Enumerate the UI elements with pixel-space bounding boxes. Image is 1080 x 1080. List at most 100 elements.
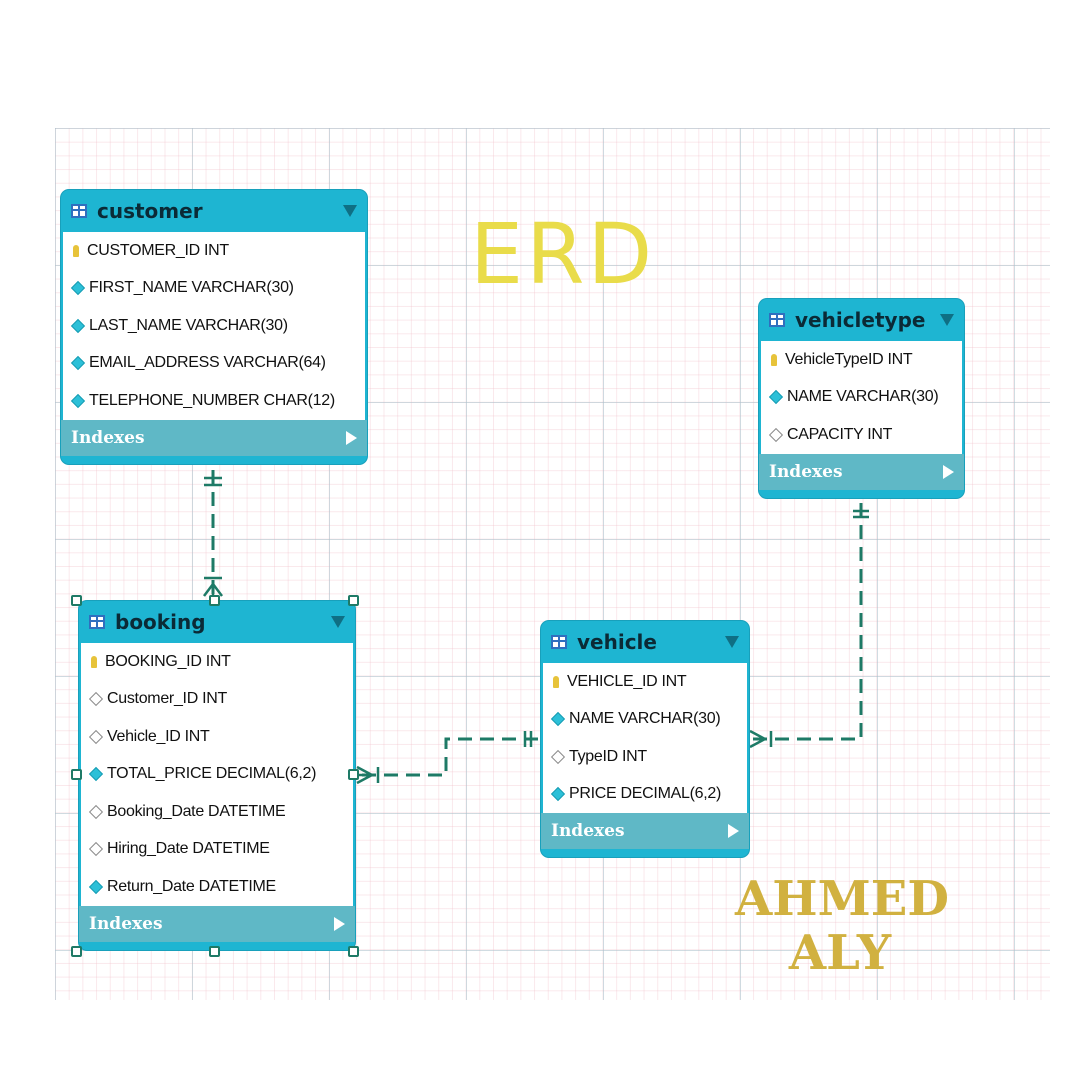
column-row[interactable]: TELEPHONE_NUMBER CHAR(12) [63, 382, 365, 420]
column-label: TELEPHONE_NUMBER CHAR(12) [89, 391, 335, 409]
column-label: CUSTOMER_ID INT [87, 241, 229, 259]
entity-header[interactable]: vehicle [541, 621, 749, 663]
primary-key-icon [91, 655, 97, 668]
resize-handle[interactable] [209, 946, 220, 957]
entity-vehicle[interactable]: vehicle VEHICLE_ID INT NAME VARCHAR(30) Ty… [541, 621, 749, 857]
indexes-label: Indexes [71, 427, 145, 448]
not-null-column-icon [88, 879, 104, 894]
table-icon [89, 615, 105, 629]
not-null-column-icon [768, 390, 784, 405]
column-row[interactable]: Customer_ID INT [81, 681, 353, 719]
column-row[interactable]: Hiring_Date DATETIME [81, 831, 353, 869]
entity-name: booking [115, 610, 206, 634]
resize-handle[interactable] [348, 769, 359, 780]
indexes-section[interactable]: Indexes [61, 419, 367, 456]
column-row[interactable]: NAME VARCHAR(30) [543, 701, 747, 739]
not-null-column-icon [70, 393, 86, 408]
collapse-icon[interactable] [725, 636, 739, 648]
column-row[interactable]: LAST_NAME VARCHAR(30) [63, 307, 365, 345]
primary-key-icon [73, 244, 79, 257]
indexes-section[interactable]: Indexes [79, 905, 355, 942]
column-row[interactable]: Vehicle_ID INT [81, 718, 353, 756]
collapse-icon[interactable] [331, 616, 345, 628]
column-label: NAME VARCHAR(30) [787, 388, 939, 406]
not-null-column-icon [88, 767, 104, 782]
nullable-column-icon [88, 842, 104, 857]
expand-arrow-icon[interactable] [346, 430, 357, 445]
entity-header[interactable]: booking [79, 601, 355, 643]
column-label: VEHICLE_ID INT [567, 672, 687, 690]
not-null-column-icon [550, 787, 566, 802]
column-row[interactable]: EMAIL_ADDRESS VARCHAR(64) [63, 345, 365, 383]
column-label: PRICE DECIMAL(6,2) [569, 785, 721, 803]
nullable-column-icon [88, 804, 104, 819]
column-row[interactable]: PRICE DECIMAL(6,2) [543, 776, 747, 814]
column-label: Hiring_Date DATETIME [107, 840, 270, 858]
resize-handle[interactable] [71, 595, 82, 606]
column-label: EMAIL_ADDRESS VARCHAR(64) [89, 354, 326, 372]
expand-arrow-icon[interactable] [943, 464, 954, 479]
entity-name: customer [97, 199, 203, 223]
resize-handle[interactable] [71, 946, 82, 957]
entity-header[interactable]: customer [61, 190, 367, 232]
expand-arrow-icon[interactable] [728, 824, 739, 838]
indexes-section[interactable]: Indexes [541, 813, 749, 849]
author-line: ALY [788, 925, 892, 981]
table-icon [769, 313, 785, 327]
column-row[interactable]: VehicleTypeID INT [761, 341, 962, 379]
author-credit: AHMED ALY [735, 871, 949, 981]
column-row[interactable]: TOTAL_PRICE DECIMAL(6,2) [81, 756, 353, 794]
expand-arrow-icon[interactable] [334, 916, 345, 931]
column-row[interactable]: BOOKING_ID INT [81, 643, 353, 681]
column-label: Customer_ID INT [107, 690, 227, 708]
indexes-label: Indexes [769, 461, 843, 482]
column-row[interactable]: FIRST_NAME VARCHAR(30) [63, 270, 365, 308]
column-label: LAST_NAME VARCHAR(30) [89, 316, 288, 334]
column-list: BOOKING_ID INT Customer_ID INT Vehicle_ID … [81, 643, 353, 906]
column-row[interactable]: Return_Date DATETIME [81, 868, 353, 906]
column-row[interactable]: NAME VARCHAR(30) [761, 379, 962, 417]
entity-customer[interactable]: customer CUSTOMER_ID INT FIRST_NAME VARCH… [61, 190, 367, 464]
entity-booking[interactable]: booking BOOKING_ID INT Customer_ID INT Veh… [79, 601, 355, 950]
resize-handle[interactable] [348, 595, 359, 606]
nullable-column-icon [768, 427, 784, 442]
nullable-column-icon [550, 749, 566, 764]
column-list: VEHICLE_ID INT NAME VARCHAR(30) TypeID INT… [543, 663, 747, 813]
column-row[interactable]: Booking_Date DATETIME [81, 793, 353, 831]
collapse-icon[interactable] [343, 205, 357, 217]
primary-key-icon [771, 353, 777, 366]
column-label: Booking_Date DATETIME [107, 802, 286, 820]
column-row[interactable]: VEHICLE_ID INT [543, 663, 747, 701]
column-label: VehicleTypeID INT [785, 350, 913, 368]
collapse-icon[interactable] [940, 314, 954, 326]
column-label: Return_Date DATETIME [107, 877, 276, 895]
not-null-column-icon [70, 318, 86, 333]
resize-handle[interactable] [71, 769, 82, 780]
column-label: BOOKING_ID INT [105, 652, 231, 670]
primary-key-icon [553, 675, 559, 688]
column-row[interactable]: CUSTOMER_ID INT [63, 232, 365, 270]
resize-handle[interactable] [209, 595, 220, 606]
diagram-title: ERD [470, 205, 656, 303]
entity-name: vehicle [577, 630, 657, 654]
author-line: AHMED [735, 871, 949, 927]
entity-name: vehicletype [795, 308, 926, 332]
column-list: CUSTOMER_ID INT FIRST_NAME VARCHAR(30) LAS… [63, 232, 365, 420]
column-label: TypeID INT [569, 747, 647, 765]
column-label: FIRST_NAME VARCHAR(30) [89, 279, 294, 297]
resize-handle[interactable] [348, 946, 359, 957]
column-label: TOTAL_PRICE DECIMAL(6,2) [107, 765, 317, 783]
not-null-column-icon [70, 281, 86, 296]
column-row[interactable]: TypeID INT [543, 738, 747, 776]
entity-vehicletype[interactable]: vehicletype VehicleTypeID INT NAME VARCHA… [759, 299, 964, 498]
indexes-label: Indexes [89, 913, 163, 934]
table-icon [71, 204, 87, 218]
column-label: CAPACITY INT [787, 425, 893, 443]
column-label: Vehicle_ID INT [107, 727, 210, 745]
nullable-column-icon [88, 692, 104, 707]
column-label: NAME VARCHAR(30) [569, 710, 721, 728]
nullable-column-icon [88, 729, 104, 744]
column-row[interactable]: CAPACITY INT [761, 416, 962, 454]
entity-header[interactable]: vehicletype [759, 299, 964, 341]
indexes-section[interactable]: Indexes [759, 453, 964, 490]
